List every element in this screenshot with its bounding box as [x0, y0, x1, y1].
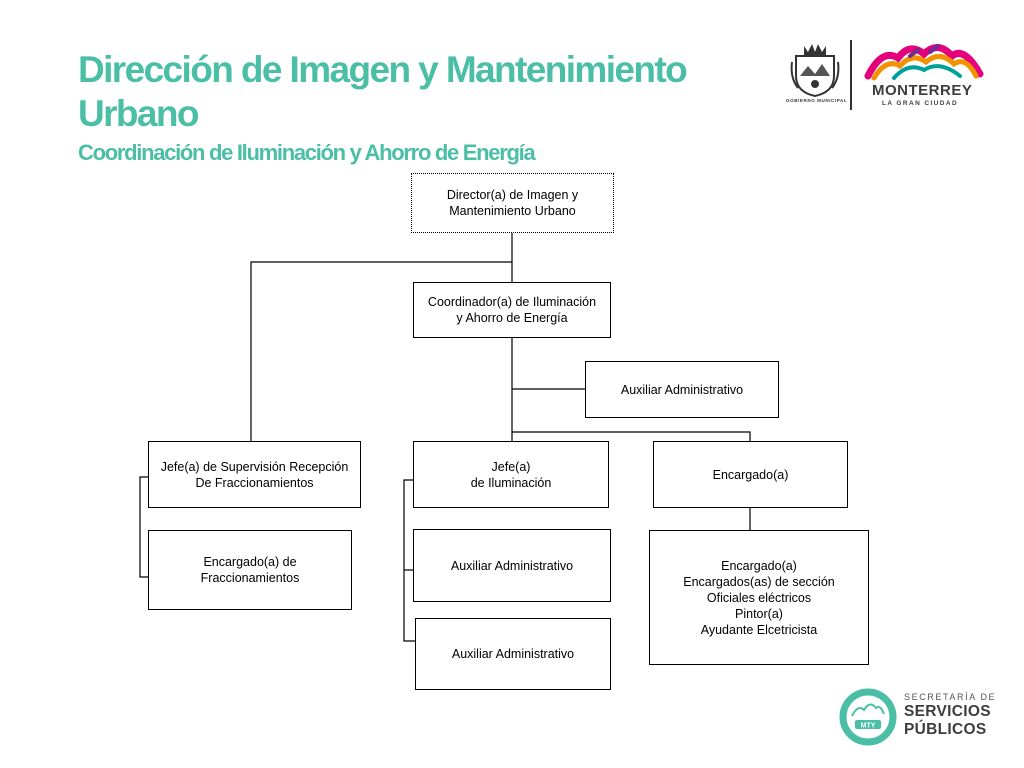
logo-header: GOBIERNO MUNICIPAL MONTERREY LA GRAN CIU… — [780, 36, 990, 116]
municipal-crest-icon — [790, 44, 840, 98]
box-subdivisions-manager: Encargado(a) de Fraccionamientos — [148, 530, 352, 610]
box-manager: Encargado(a) — [653, 441, 848, 508]
page-subtitle: Coordinación de Iluminación y Ahorro de … — [78, 140, 536, 165]
badge-line2: SERVICIOS — [904, 703, 991, 720]
logo-divider — [850, 40, 852, 110]
servicios-publicos-badge: MTY SECRETARÍA DE SERVICIOS PÚBLICOS — [838, 684, 1008, 750]
monterrey-mountains-icon — [864, 44, 984, 81]
box-supervision-head: Jefe(a) de Supervisión Recepción De Frac… — [148, 441, 361, 508]
city-tagline: LA GRAN CIUDAD — [882, 100, 959, 107]
line-to-manager — [512, 431, 751, 441]
mty-ring-icon: MTY — [839, 688, 897, 746]
crest-caption: GOBIERNO MUNICIPAL — [786, 98, 848, 103]
line-left-branch — [250, 261, 512, 441]
box-lighting-assistant-1: Auxiliar Administrativo — [413, 529, 611, 602]
page-title: Dirección de Imagen y Mantenimiento Urba… — [78, 49, 688, 134]
box-coordinator: Coordinador(a) de Iluminación y Ahorro d… — [413, 282, 611, 338]
box-lighting-assistant-2: Auxiliar Administrativo — [415, 618, 611, 690]
box-coordinator-assistant: Auxiliar Administrativo — [585, 361, 779, 418]
badge-mark: MTY — [861, 723, 876, 730]
box-director: Director(a) de Imagen y Mantenimiento Ur… — [411, 173, 614, 233]
badge-line1: SECRETARÍA DE — [904, 692, 997, 702]
line-left-bracket — [139, 476, 150, 578]
box-manager-staff: Encargado(a) Encargados(as) de sección O… — [649, 530, 869, 665]
badge-line3: PÚBLICOS — [904, 721, 987, 738]
box-lighting-head: Jefe(a) de Iluminación — [413, 441, 609, 508]
city-name: MONTERREY — [872, 82, 973, 99]
